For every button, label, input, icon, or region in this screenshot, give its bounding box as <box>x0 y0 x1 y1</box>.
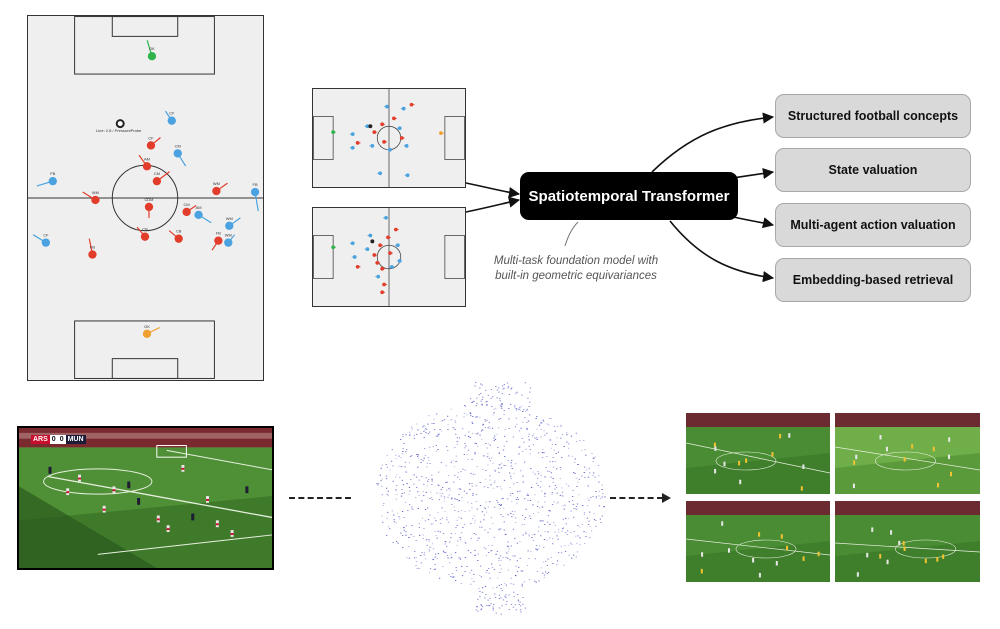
player-marker: CM <box>152 171 170 186</box>
players-layer: GK GK CF CF CM CM AM FB FB WM WM CDM CM AM WM CB CB FB FB W… <box>32 40 260 339</box>
player-role-label: AM <box>196 205 202 210</box>
team1-score: 0 <box>49 435 58 444</box>
player-marker: FB <box>88 238 97 259</box>
retrieved-frame-4 <box>835 501 980 582</box>
player-marker: CB <box>168 229 183 243</box>
retrieved-frame-3 <box>686 501 830 582</box>
player-marker: GK <box>146 40 157 61</box>
dashed-arrow-right-head <box>662 493 671 503</box>
caption-line-2: built-in geometric equivariances <box>495 270 657 282</box>
player-role-label: WM <box>226 216 233 221</box>
player-marker: WM <box>224 233 236 247</box>
player-role-label: GK <box>144 324 150 329</box>
mini-pitch-players <box>331 102 444 178</box>
frame-players <box>856 527 945 577</box>
frame-background <box>686 501 830 582</box>
embedding-points <box>376 382 606 615</box>
mini-ball-icon <box>370 239 375 244</box>
dashed-arrow-right <box>610 497 663 499</box>
retrieved-frame-4-scene <box>835 501 980 582</box>
ball-icon <box>115 119 125 129</box>
player-role-label: CF <box>169 111 175 116</box>
retrieved-frame-1 <box>686 413 830 494</box>
player-marker: CF <box>32 233 51 247</box>
model-caption: Multi-task foundation model with built-i… <box>466 254 686 284</box>
player-role-label: CB <box>176 229 182 234</box>
mini-pitch-players <box>331 215 402 295</box>
player-marker: CDM <box>144 197 153 219</box>
player-role-label: AM <box>144 156 150 161</box>
scoreboard: ARS 0 0 MUN <box>31 435 86 444</box>
mini-pitch-markings <box>313 89 465 187</box>
player-role-label: WM <box>225 233 232 238</box>
mini-pitch-bottom-svg <box>313 208 465 306</box>
output-embedding-retrieval: Embedding-based retrieval <box>775 258 971 302</box>
player-marker: CF <box>164 111 176 125</box>
pitch-markings <box>28 16 263 379</box>
frame-background <box>686 413 830 494</box>
player-role-label: CB <box>142 227 148 232</box>
player-role-label: FB <box>253 182 258 187</box>
player-role-label: CDM <box>144 197 153 202</box>
player-marker: AM <box>138 154 152 171</box>
player-marker: FB <box>211 231 223 251</box>
player-marker: WM <box>212 181 228 196</box>
frame-players <box>700 521 820 578</box>
player-role-label: CM <box>175 143 181 148</box>
player-role-label: FB <box>216 231 221 236</box>
player-marker: GK <box>142 324 160 339</box>
frame-background <box>835 501 980 582</box>
output-structured-concepts: Structured football concepts <box>775 94 971 138</box>
team2-label: MUN <box>65 435 86 444</box>
player-marker: CM <box>173 143 187 167</box>
broadcast-frame: ARS 0 0 MUN <box>17 426 274 570</box>
frame-players <box>713 433 805 491</box>
player-role-label: GK <box>149 46 155 51</box>
retrieved-frame-2-scene <box>835 413 980 494</box>
spatiotemporal-transformer-box: Spatiotemporal Transformer <box>520 172 738 220</box>
output-action-valuation: Multi-agent action valuation <box>775 203 971 247</box>
frame-players <box>852 435 953 489</box>
caption-line-1: Multi-task foundation model with <box>493 255 659 267</box>
output-state-valuation: State valuation <box>775 148 971 192</box>
mini-pitch-bottom <box>312 207 466 307</box>
retrieved-frame-1-scene <box>686 413 830 494</box>
player-marker: CB <box>136 227 150 241</box>
player-role-label: CF <box>43 233 49 238</box>
player-marker: AM <box>194 205 212 224</box>
retrieved-frame-3-scene <box>686 501 830 582</box>
player-role-label: WM <box>213 181 220 186</box>
player-role-label: CM <box>184 202 190 207</box>
ball-label: Line: 2.8 / PressureProbe <box>96 128 142 133</box>
player-marker: WM <box>82 190 100 205</box>
dashed-arrow-left <box>289 497 351 499</box>
player-role-label: FB <box>90 245 95 250</box>
team2-score: 0 <box>57 435 66 444</box>
player-marker: FB <box>36 171 57 187</box>
embedding-scatter <box>376 382 606 615</box>
frame-background <box>835 413 980 494</box>
mini-ball-icon <box>368 124 373 129</box>
player-marker: CM <box>182 202 197 217</box>
player-role-label: CM <box>154 171 160 176</box>
mini-pitch-markings <box>313 208 465 306</box>
player-marker: CF <box>146 135 161 150</box>
mini-pitch-top <box>312 88 466 188</box>
player-role-label: WM <box>92 190 99 195</box>
team1-label: ARS <box>31 435 50 444</box>
mini-pitch-top-svg <box>313 89 465 187</box>
player-marker: WM <box>225 216 241 230</box>
broadcast-scene <box>19 428 272 568</box>
retrieved-frame-2 <box>835 413 980 494</box>
tactical-pitch: GK GK CF CF CM CM AM FB FB WM WM CDM CM AM WM CB CB FB FB W… <box>27 15 264 381</box>
player-role-label: CF <box>148 135 154 140</box>
player-marker: FB <box>250 182 260 212</box>
player-role-label: FB <box>50 171 55 176</box>
